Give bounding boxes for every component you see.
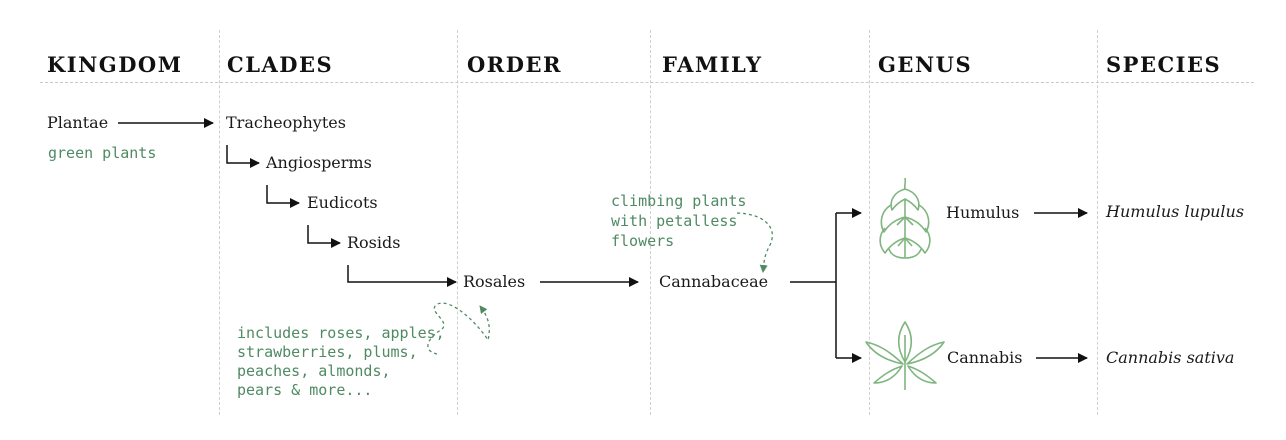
node-rosales: Rosales	[463, 272, 526, 291]
note-climbing-plants: climbing plants with petalless flowers	[611, 192, 747, 250]
arrow-rosids-rosales	[347, 265, 457, 287]
node-plantae: Plantae	[47, 113, 109, 132]
node-humulus-lupulus: Humulus lupulus	[1106, 202, 1245, 221]
arrow-angiosperms-eudicots	[266, 185, 300, 208]
node-humulus: Humulus	[946, 203, 1020, 222]
node-cannabis-sativa: Cannabis sativa	[1106, 348, 1235, 367]
node-tracheophytes: Tracheophytes	[226, 113, 346, 132]
header-kingdom: KINGDOM	[47, 52, 183, 77]
column-divider	[869, 30, 870, 415]
header-family: FAMILY	[662, 52, 763, 77]
node-eudicots: Eudicots	[307, 193, 378, 212]
column-divider	[1097, 30, 1098, 415]
hop-cone-icon	[879, 177, 931, 259]
header-genus: GENUS	[878, 52, 973, 77]
node-cannabis: Cannabis	[947, 348, 1023, 367]
note-green-plants: green plants	[48, 144, 157, 162]
node-angiosperms: Angiosperms	[266, 153, 372, 172]
note-rosales-examples: includes roses, apples, strawberries, pl…	[237, 324, 445, 399]
header-clades: CLADES	[227, 52, 334, 77]
column-divider	[457, 30, 458, 415]
header-divider	[40, 82, 1254, 83]
node-cannabaceae: Cannabaceae	[659, 272, 769, 291]
arrow-tracheophytes-angiosperms	[226, 145, 260, 168]
column-divider	[650, 30, 651, 415]
branch-cannabaceae	[790, 213, 837, 358]
cannabis-leaf-icon	[865, 321, 945, 390]
note-arrow-rosales	[427, 302, 490, 355]
column-divider	[219, 30, 220, 415]
note-arrow-climbing	[736, 212, 773, 273]
node-rosids: Rosids	[347, 233, 401, 252]
header-order: ORDER	[467, 52, 562, 77]
header-species: SPECIES	[1106, 52, 1222, 77]
arrow-eudicots-rosids	[307, 225, 341, 248]
